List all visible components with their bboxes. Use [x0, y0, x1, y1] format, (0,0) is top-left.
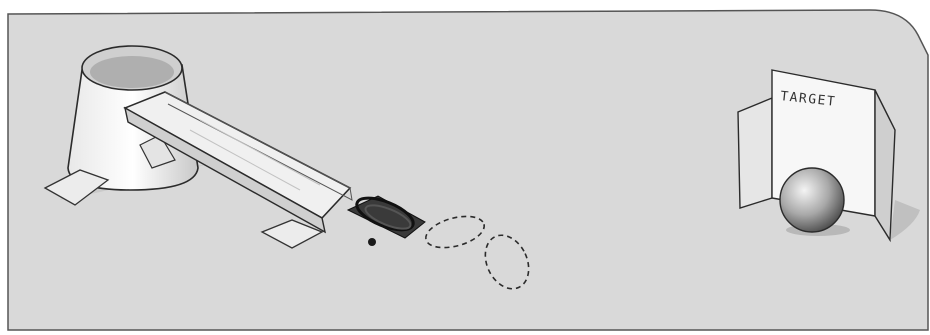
ball: [780, 168, 844, 232]
marble: [368, 238, 376, 246]
